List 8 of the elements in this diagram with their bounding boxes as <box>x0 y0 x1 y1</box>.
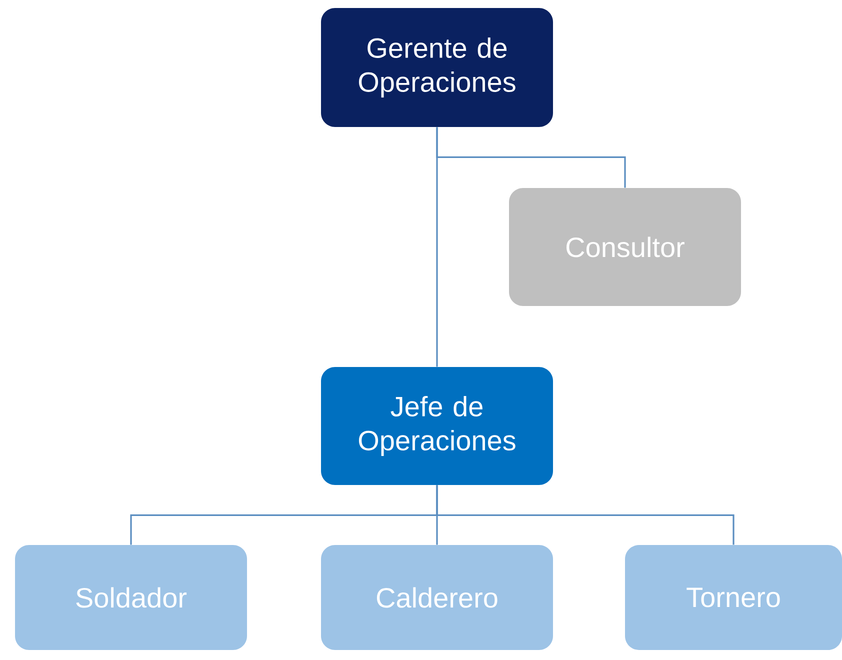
manager-box: Gerente de Operaciones <box>321 8 553 127</box>
role-box: Soldador <box>15 545 247 650</box>
chief-box: Jefe de Operaciones <box>321 367 553 485</box>
connector-line <box>436 127 626 188</box>
connector-line <box>436 485 734 545</box>
consultant-box: Consultor <box>509 188 741 306</box>
role-box: Tornero <box>625 545 842 650</box>
role-box: Calderero <box>321 545 553 650</box>
